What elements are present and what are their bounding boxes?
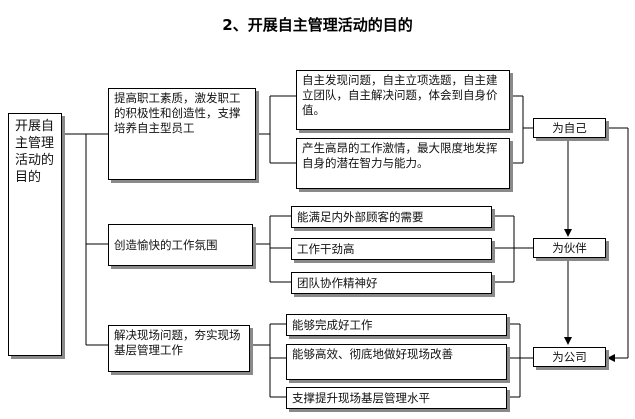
detail-node: 能够高效、彻底地做好现场改善 <box>286 344 507 380</box>
purpose-label: 解决现场问题，夯实现场基层管理工作 <box>114 328 241 357</box>
detail-label: 自主发现问题，自主立项选题，自主建立团队，自主解决问题，体会到自身价值。 <box>302 73 498 117</box>
beneficiary-label: 为伙伴 <box>552 240 587 255</box>
purpose-node: 提高职工素质，激发职工的积极性和创造性，支撑培养自主型员工 <box>108 88 256 180</box>
detail-label: 产生高昂的工作激情，最大限度地发挥自身的潜在智力与能力。 <box>302 141 498 170</box>
detail-node: 能够完成好工作 <box>286 314 507 336</box>
detail-label: 能够完成好工作 <box>292 317 373 332</box>
detail-node: 能满足内外部顾客的需要 <box>291 206 492 228</box>
beneficiary-label: 为公司 <box>552 349 587 364</box>
detail-label: 能满足内外部顾客的需要 <box>297 209 424 224</box>
purpose-label: 提高职工素质，激发职工的积极性和创造性，支撑培养自主型员工 <box>114 91 241 135</box>
purpose-node: 创造愉快的工作氛围 <box>108 224 253 266</box>
beneficiary-label: 为自己 <box>552 120 587 135</box>
diagram-title: 2、开展自主管理活动的目的 <box>222 16 413 34</box>
beneficiary-node: 为自己 <box>533 118 606 138</box>
detail-node: 团队协作精神好 <box>291 272 492 294</box>
beneficiary-node: 为伙伴 <box>533 238 606 258</box>
root-node: 开展自主管理活动的目的 <box>8 113 62 356</box>
purpose-node: 解决现场问题，夯实现场基层管理工作 <box>108 325 250 372</box>
root-label: 开展自主管理活动的目的 <box>15 119 55 185</box>
beneficiary-node: 为公司 <box>533 347 606 367</box>
detail-node: 支撑提升现场基层管理水平 <box>286 387 507 409</box>
detail-label: 能够高效、彻底地做好现场改善 <box>292 347 453 361</box>
detail-node: 产生高昂的工作激情，最大限度地发挥自身的潜在智力与能力。 <box>296 138 510 189</box>
detail-label: 支撑提升现场基层管理水平 <box>292 390 430 405</box>
purpose-label: 创造愉快的工作氛围 <box>114 237 218 252</box>
detail-node: 工作干劲高 <box>291 238 492 260</box>
detail-node: 自主发现问题，自主立项选题，自主建立团队，自主解决问题，体会到自身价值。 <box>296 70 510 130</box>
detail-label: 工作干劲高 <box>297 241 355 256</box>
detail-label: 团队协作精神好 <box>297 275 378 290</box>
